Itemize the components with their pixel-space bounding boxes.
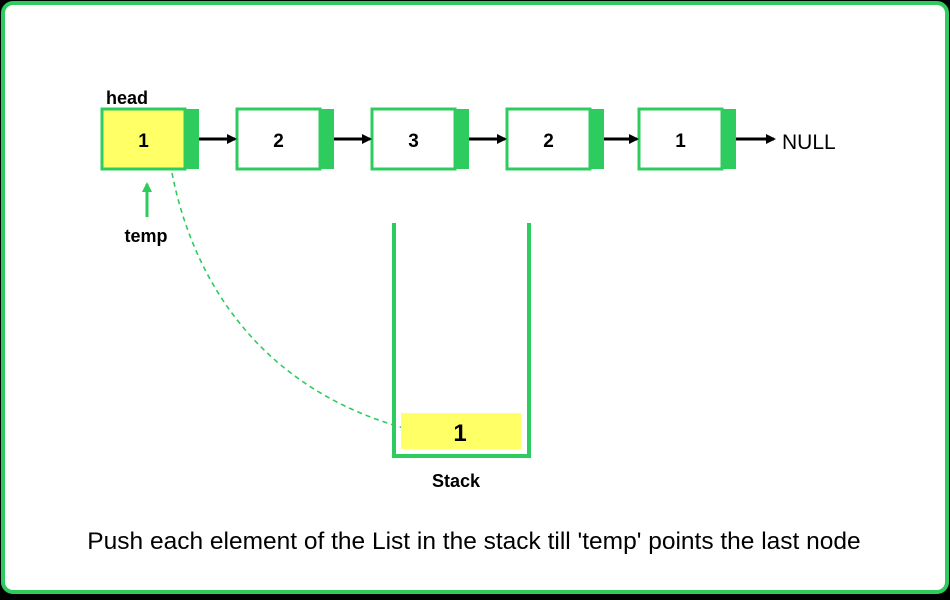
- stack-label: Stack: [432, 471, 481, 491]
- list-node: 1: [100, 107, 199, 171]
- node-value: 2: [273, 131, 284, 152]
- temp-label: temp: [124, 226, 167, 246]
- stack-item: 1: [401, 413, 521, 449]
- node-next-pointer: [185, 109, 199, 169]
- node-value-box: [370, 107, 457, 171]
- list-node: 2: [505, 107, 604, 171]
- node-next-pointer: [722, 109, 736, 169]
- stack-items: 1: [401, 413, 521, 449]
- node-next-pointer: [320, 109, 334, 169]
- list-node: 3: [370, 107, 469, 171]
- node-value: 3: [408, 131, 419, 152]
- node-value-box: [505, 107, 592, 171]
- node-value: 1: [138, 131, 149, 152]
- linked-list: 1 2 3 2 1: [100, 107, 736, 171]
- node-value-box: [235, 107, 322, 171]
- node-value: 1: [675, 131, 686, 152]
- head-label: head: [106, 88, 148, 108]
- null-label: NULL: [782, 131, 836, 154]
- node-value-box: [100, 107, 187, 171]
- stack-item-box: [401, 413, 521, 449]
- list-node: 1: [637, 107, 736, 171]
- node-next-pointer: [590, 109, 604, 169]
- node-value-box: [637, 107, 724, 171]
- list-node: 2: [235, 107, 334, 171]
- node-next-pointer: [455, 109, 469, 169]
- stack-item-value: 1: [453, 420, 466, 447]
- node-value: 2: [543, 131, 554, 152]
- push-dashed-arrow: [171, 172, 430, 438]
- caption: Push each element of the List in the sta…: [87, 528, 860, 555]
- stack-container: [392, 223, 531, 458]
